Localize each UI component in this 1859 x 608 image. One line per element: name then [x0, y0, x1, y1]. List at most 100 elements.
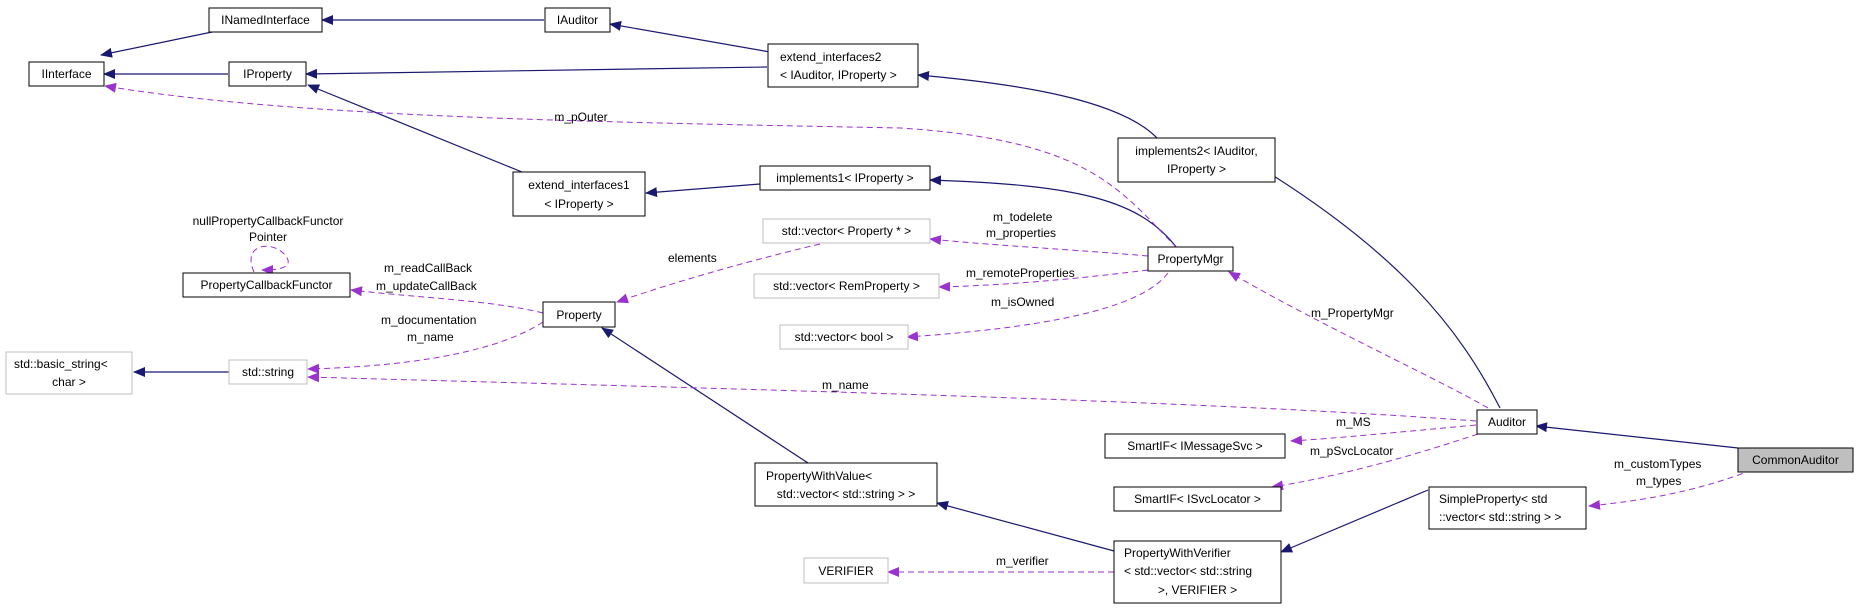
edge-label-doc-name: m_documentation: [381, 313, 476, 327]
node-property[interactable]: Property: [542, 301, 616, 328]
node-label: char >: [52, 375, 86, 389]
edge-todelete: [929, 235, 1149, 257]
node-label: PropertyWithValue<: [766, 469, 872, 483]
node-label: PropertyWithVerifier: [1124, 546, 1231, 560]
node-label: < IProperty >: [544, 197, 613, 211]
edge-inamedinterface-iinterface: [100, 31, 213, 58]
edge-label-doc-name: m_name: [407, 330, 454, 344]
edge-label-customtypes: m_types: [1636, 474, 1681, 488]
node-label: IAuditor: [557, 13, 598, 27]
node-label: Auditor: [1488, 415, 1526, 429]
edge-label-mname: m_name: [822, 378, 869, 392]
node-label: implements1< IProperty >: [776, 171, 913, 185]
node-iproperty[interactable]: IProperty: [228, 61, 307, 87]
node-label: implements2< IAuditor,: [1135, 144, 1257, 158]
node-iinterface[interactable]: IInterface: [28, 61, 105, 87]
edge-label-elements: elements: [668, 251, 717, 265]
node-vector-bool[interactable]: std::vector< bool >: [779, 324, 909, 350]
edge-label-m-pouter: m_pOuter: [554, 110, 607, 124]
node-label: IProperty >: [1167, 162, 1226, 176]
edge-implements2-extend2: [917, 70, 1158, 139]
node-propertywithvalue[interactable]: PropertyWithValue< std::vector< std::str…: [754, 462, 938, 507]
edge-commonauditor-auditor: [1535, 422, 1739, 449]
edge-extend2-iauditor: [609, 20, 771, 53]
inheritance-edges: [100, 15, 1739, 553]
node-propertymgr[interactable]: PropertyMgr: [1147, 246, 1234, 272]
node-label: IProperty: [243, 67, 292, 81]
node-commonauditor[interactable]: CommonAuditor: [1737, 447, 1854, 473]
node-implements1[interactable]: implements1< IProperty >: [759, 165, 931, 191]
edge-implements1-extend1: [645, 183, 761, 198]
node-smartif-imessagesvc[interactable]: SmartIF< IMessageSvc >: [1104, 433, 1286, 459]
node-label: >, VERIFIER >: [1158, 583, 1237, 597]
node-simpleproperty[interactable]: SimpleProperty< std ::vector< std::strin…: [1428, 486, 1587, 530]
edge-elements: [616, 243, 821, 304]
edge-remote: [938, 269, 1149, 292]
node-label: std::vector< bool >: [795, 330, 894, 344]
edge-label-todelete: m_properties: [986, 226, 1056, 240]
edge-label-todelete: m_todelete: [993, 210, 1053, 224]
node-label: SmartIF< ISvcLocator >: [1134, 492, 1261, 506]
node-label: PropertyMgr: [1157, 252, 1223, 266]
edge-propmgr: [1228, 271, 1489, 409]
edge-label-remote: m_remoteProperties: [966, 266, 1075, 280]
node-auditor[interactable]: Auditor: [1476, 409, 1538, 435]
node-label: std::vector< RemProperty >: [773, 279, 920, 293]
edge-pouter: [104, 82, 1178, 249]
node-vector-property-ptr[interactable]: std::vector< Property * >: [762, 218, 931, 244]
edge-label-ms: m_MS: [1336, 415, 1371, 429]
edge-label-callbacks: m_readCallBack: [384, 261, 473, 275]
edge-callbacks: [350, 286, 544, 314]
edge-customtypes: [1588, 469, 1753, 510]
node-label: PropertyCallbackFunctor: [200, 278, 332, 292]
node-label: CommonAuditor: [1752, 453, 1839, 467]
class-nodes: INamedInterface IAuditor IInterface IPro…: [5, 7, 1854, 604]
edge-auditor-implements2: [1237, 153, 1501, 409]
node-label: extend_interfaces1: [528, 178, 630, 192]
node-label: < IAuditor, IProperty >: [780, 68, 897, 82]
edge-label-customtypes: m_customTypes: [1614, 457, 1701, 471]
edge-labels: m_pOuter nullPropertyCallbackFunctor Poi…: [193, 110, 1702, 568]
edge-label-verifier: m_verifier: [996, 554, 1049, 568]
node-propertycallbackfunctor[interactable]: PropertyCallbackFunctor: [182, 272, 351, 298]
node-iauditor[interactable]: IAuditor: [544, 7, 611, 33]
node-inamedinterface[interactable]: INamedInterface: [208, 7, 323, 33]
node-verifier[interactable]: VERIFIER: [803, 557, 889, 584]
node-implements2[interactable]: implements2< IAuditor, IProperty >: [1117, 137, 1276, 183]
node-smartif-isvclocator[interactable]: SmartIF< ISvcLocator >: [1113, 486, 1282, 512]
edge-label-propmgr: m_PropertyMgr: [1311, 306, 1394, 320]
edge-isowned: [906, 272, 1169, 342]
node-label: Property: [556, 308, 601, 322]
node-extend-interfaces1[interactable]: extend_interfaces1 < IProperty >: [512, 171, 646, 217]
node-extend-interfaces2[interactable]: extend_interfaces2 < IAuditor, IProperty…: [767, 43, 919, 88]
edge-label-isowned: m_isOwned: [991, 295, 1054, 309]
node-label: SmartIF< IMessageSvc >: [1127, 439, 1262, 453]
node-basic-string[interactable]: std::basic_string< char >: [5, 351, 133, 395]
node-vector-remproperty[interactable]: std::vector< RemProperty >: [753, 273, 940, 299]
edge-extend2-iproperty: [305, 66, 768, 79]
edge-label-null-callback: nullPropertyCallbackFunctor: [193, 214, 344, 228]
node-label: ::vector< std::string > >: [1439, 510, 1561, 524]
node-label: < std::vector< std::string: [1124, 564, 1252, 578]
edge-extend1-iproperty: [307, 84, 523, 173]
node-label: std::string: [242, 365, 294, 379]
node-label: std::vector< Property * >: [782, 224, 911, 238]
edge-propertywithverifier-propertywithvalue: [936, 501, 1115, 552]
node-label: INamedInterface: [221, 13, 310, 27]
node-propertywithverifier[interactable]: PropertyWithVerifier < std::vector< std:…: [1113, 540, 1282, 604]
edge-null-callback-loop: [250, 245, 289, 275]
node-label: VERIFIER: [818, 564, 874, 578]
node-label: IInterface: [41, 67, 91, 81]
node-label: extend_interfaces2: [780, 50, 882, 64]
edge-label-svcloc: m_pSvcLocator: [1310, 444, 1393, 458]
usage-edges: [104, 82, 1753, 577]
edge-doc-name: [307, 321, 544, 374]
node-label: std::vector< std::string > >: [777, 487, 915, 501]
edge-propertywithvalue-property: [601, 327, 809, 464]
node-std-string[interactable]: std::string: [228, 359, 308, 385]
edge-label-callbacks: m_updateCallBack: [376, 279, 478, 293]
node-label: SimpleProperty< std: [1439, 492, 1547, 506]
edge-svcloc: [1271, 433, 1479, 491]
edge-ms: [1290, 424, 1477, 446]
